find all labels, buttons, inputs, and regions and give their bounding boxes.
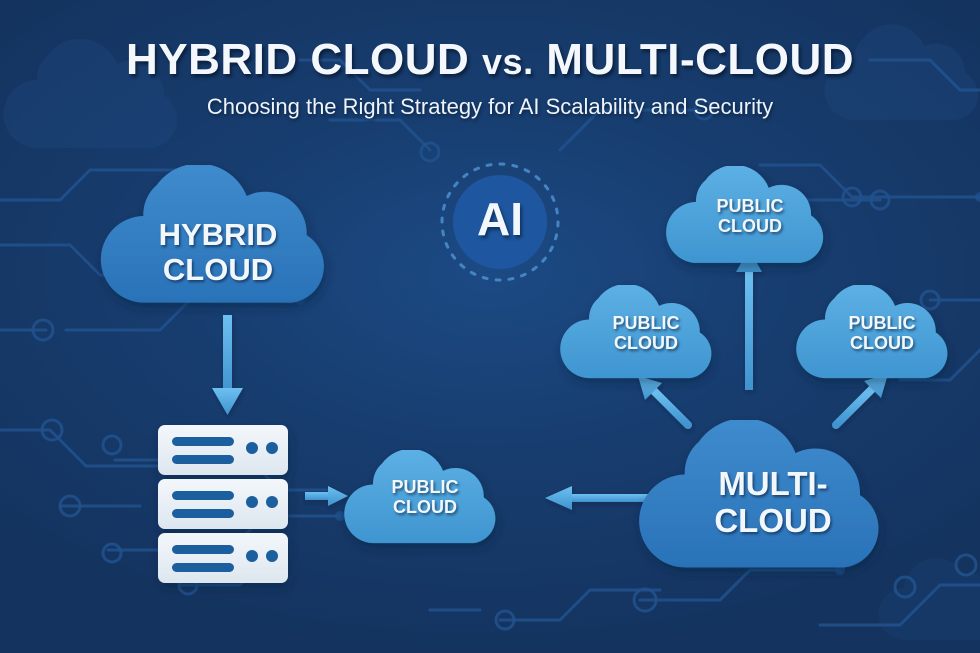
server-stack[interactable] bbox=[158, 425, 288, 583]
bg-cloud-top-right bbox=[824, 24, 979, 121]
bg-cloud-top-left bbox=[3, 38, 178, 149]
hybrid-cloud-shape[interactable] bbox=[100, 164, 324, 303]
page-subtitle: Choosing the Right Strategy for AI Scala… bbox=[206, 93, 774, 119]
server-unit-1 bbox=[158, 425, 288, 475]
arrow-hybrid-to-server bbox=[212, 315, 243, 415]
arrow-multi-to-public-top bbox=[736, 249, 762, 390]
public-cloud-left-shape[interactable] bbox=[560, 284, 712, 379]
multi-cloud-shape[interactable] bbox=[639, 418, 879, 568]
ai-circle bbox=[453, 175, 547, 269]
arrow-server-to-public bbox=[305, 486, 348, 506]
title-part-2: MULTI-CLOUD bbox=[533, 35, 855, 84]
server-unit-3 bbox=[158, 533, 288, 583]
title-part-1: HYBRID CLOUD bbox=[125, 35, 483, 84]
ai-dotted-ring bbox=[440, 162, 560, 282]
circuit-nodes bbox=[31, 99, 978, 631]
title-block: HYBRID CLOUD vs. MULTI-CLOUD Choosing th… bbox=[0, 36, 980, 120]
title-versus: vs. bbox=[482, 41, 534, 82]
public-cloud-main-shape[interactable] bbox=[344, 449, 496, 544]
arrow-multi-to-public-left bbox=[638, 376, 692, 429]
arrow-multi-to-public-right bbox=[832, 374, 888, 429]
page-title: HYBRID CLOUD vs. MULTI-CLOUD bbox=[0, 36, 980, 84]
public-cloud-right-shape[interactable] bbox=[796, 284, 948, 379]
arrow-multi-to-public-main bbox=[545, 486, 665, 510]
public-cloud-top-shape[interactable] bbox=[666, 165, 824, 263]
ai-badge[interactable] bbox=[440, 162, 560, 282]
server-unit-2 bbox=[158, 479, 288, 529]
